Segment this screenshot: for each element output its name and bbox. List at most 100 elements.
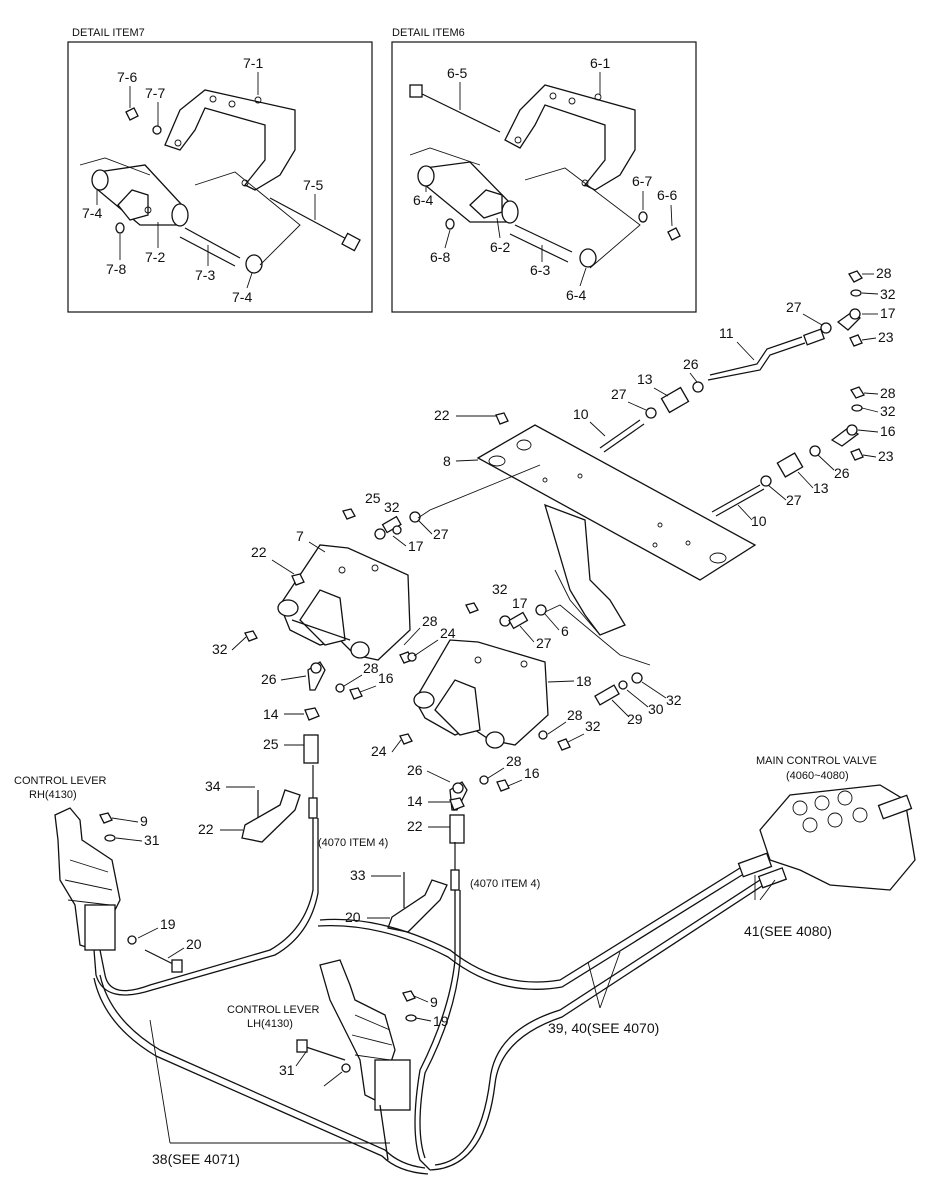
callout-7-8: 7-8 <box>106 261 126 277</box>
cable-38-rh <box>99 818 314 992</box>
cable-39-40 <box>319 867 741 983</box>
callout-28f: 16 <box>524 765 540 781</box>
callout-13b: 13 <box>813 480 829 496</box>
callout-26a: 26 <box>683 356 699 372</box>
callout-7-4b: 7-4 <box>232 289 252 305</box>
callout-10b: 10 <box>751 513 767 529</box>
callout-6-5: 6-5 <box>447 65 467 81</box>
detail-item6-frame <box>391 41 697 313</box>
callout-6: 18 <box>576 673 592 689</box>
main-control-valve <box>759 784 916 891</box>
detail-item7-title: DETAIL ITEM7 <box>72 27 145 39</box>
note-control-lever-lh-line1: CONTROL LEVER <box>227 1004 320 1016</box>
callout-32a: 32 <box>880 286 896 302</box>
callout-6-1: 6-1 <box>590 55 610 71</box>
cable-lh <box>414 890 456 1171</box>
callout-6-8: 6-8 <box>430 249 450 265</box>
callout-7-7: 7-7 <box>145 85 165 101</box>
callout-6-4b: 6-4 <box>566 287 586 303</box>
callout-33: 20 <box>345 909 361 925</box>
callout-26b: 26 <box>834 465 850 481</box>
callout-10a: 10 <box>573 406 589 422</box>
callout-20a: 9 <box>140 813 148 829</box>
callout-7-3: 7-3 <box>195 267 215 283</box>
callout-27c: 27 <box>786 492 802 508</box>
note-main-control-valve-line1: MAIN CONTROL VALVE <box>756 755 877 767</box>
callout-24b: 28 <box>506 753 522 769</box>
note-main-control-valve-line2: (4060~4080) <box>786 770 849 782</box>
bracket-33 <box>387 879 448 933</box>
detail-item6-title: DETAIL ITEM6 <box>392 27 465 39</box>
note-control-lever-rh-line1: CONTROL LEVER <box>14 775 107 787</box>
callout-32c: 32 <box>384 499 400 515</box>
callout-19b: 31 <box>279 1062 295 1078</box>
callout-17a: 17 <box>880 305 896 321</box>
callout-6-6: 6-6 <box>657 187 677 203</box>
callout-28d: 16 <box>378 670 394 686</box>
callout-14a: 25 <box>263 736 279 752</box>
callout-9a: 31 <box>144 832 160 848</box>
callout-32g: 28 <box>567 707 583 723</box>
callout-25a: 25 <box>365 490 381 506</box>
note-control-lever-lh-line2: LH(4130) <box>247 1018 293 1030</box>
callout-16b: 26 <box>261 671 277 687</box>
callout-27d: 27 <box>433 526 449 542</box>
callout-30: 32 <box>666 692 682 708</box>
note-see-4070: 39, 40(SEE 4070) <box>548 1020 659 1036</box>
callout-28c: 24 <box>440 625 456 641</box>
callout-18: 29 <box>627 711 643 727</box>
callout-20b: 9 <box>430 994 438 1010</box>
note-control-lever-rh-line2: RH(4130) <box>29 789 77 801</box>
callout-24a: 28 <box>363 660 379 676</box>
callout-16c: 26 <box>407 762 423 778</box>
notes: CONTROL LEVER RH(4130) CONTROL LEVER LH(… <box>14 755 877 1167</box>
callout-26d: 14 <box>407 793 423 809</box>
callout-28b: 28 <box>880 385 896 401</box>
callout-32d: 32 <box>212 641 228 657</box>
bracket-6-1 <box>504 84 636 191</box>
callout-7-5: 7-5 <box>303 177 323 193</box>
bracket-34 <box>241 789 301 843</box>
callout-32h: 24 <box>371 743 387 759</box>
callout-7-1: 7-1 <box>243 55 263 71</box>
callout-13a: 13 <box>637 371 653 387</box>
bracket-assembly-7 <box>279 544 411 661</box>
callout-22b: 22 <box>251 544 267 560</box>
callout-27a: 27 <box>786 299 802 315</box>
main-assembly <box>54 270 916 1175</box>
callout-32e: 28 <box>422 613 438 629</box>
callout-6-3: 6-3 <box>530 262 550 278</box>
note-4070-item4-b: (4070 ITEM 4) <box>470 878 540 890</box>
bracket-assembly-6 <box>414 639 549 746</box>
callout-27b: 27 <box>611 386 627 402</box>
callout-7-2: 7-2 <box>145 249 165 265</box>
callout-31a: 19 <box>160 916 176 932</box>
rod-11 <box>707 342 806 381</box>
callout-16a: 16 <box>880 423 896 439</box>
callout-23b: 23 <box>878 448 894 464</box>
callout-25b: 32 <box>492 581 508 597</box>
callout-22c: 34 <box>205 778 221 794</box>
rod-10-upper <box>599 419 641 449</box>
callout-7-6: 7-6 <box>117 69 137 85</box>
callout-22d: 33 <box>350 867 366 883</box>
note-see-4080: 41(SEE 4080) <box>744 923 832 939</box>
callout-26c: 14 <box>263 706 279 722</box>
callout-9b: 19 <box>433 1013 449 1029</box>
callout-32f: 17 <box>512 595 528 611</box>
callout-11: 11 <box>719 325 734 341</box>
bracket-under-plate <box>544 503 626 636</box>
callout-28e: 32 <box>585 718 601 734</box>
callout-29: 30 <box>648 701 664 717</box>
detail-item7-frame <box>67 41 373 313</box>
callout-28a: 28 <box>876 265 892 281</box>
callout-22a: 22 <box>434 407 450 423</box>
callout-23a: 23 <box>878 329 894 345</box>
detail-item6-panel: DETAIL ITEM6 6-1 6-5 6-4 6-8 6-2 6-3 6-4… <box>391 27 697 313</box>
callout-32b: 32 <box>880 403 896 419</box>
note-4070-item4-a: (4070 ITEM 4) <box>318 837 388 849</box>
bolt-7-5 <box>269 197 353 243</box>
note-see-4071: 38(SEE 4071) <box>152 1151 240 1167</box>
callout-17c: 27 <box>536 635 552 651</box>
